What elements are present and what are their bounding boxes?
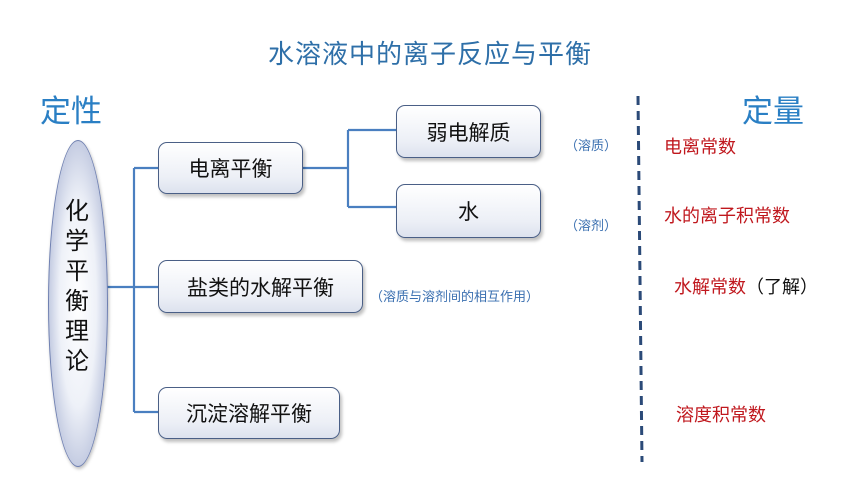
hydrolysis-constant-text: 水解常数 [674,277,746,298]
interaction-note: （溶质与溶剂间的相互作用） [370,290,540,305]
qualitative-heading: 定性 [40,94,102,130]
root-label: 化 学 平 衡 理 论 [48,196,106,376]
hydrolysis-constant-label: 水解常数（了解） [674,273,818,299]
solute-note: （溶质） [565,139,618,154]
root-char: 平 [65,257,89,285]
hydrolysis-equilibrium-box: 盐类的水解平衡 [158,260,363,313]
solubility-product-label: 溶度积常数 [676,405,766,426]
ionization-constant-label: 电离常数 [664,137,736,158]
divider-line [636,95,644,463]
page-title: 水溶液中的离子反应与平衡 [267,40,592,70]
ionization-equilibrium-box: 电离平衡 [158,142,303,194]
water-ion-product-label: 水的离子积常数 [664,206,790,227]
root-char: 衡 [65,287,89,315]
root-char: 学 [65,227,89,255]
root-char: 化 [65,197,89,225]
root-char: 论 [65,347,89,375]
hydrolysis-constant-suffix: （了解） [746,277,818,298]
weak-electrolyte-box: 弱电解质 [396,105,541,158]
dissolution-equilibrium-box: 沉淀溶解平衡 [158,387,340,439]
quantitative-heading: 定量 [742,94,804,130]
root-char: 理 [65,317,89,345]
solvent-note: （溶剂） [565,219,618,234]
water-box: 水 [396,184,541,238]
root-ellipse [48,140,108,467]
